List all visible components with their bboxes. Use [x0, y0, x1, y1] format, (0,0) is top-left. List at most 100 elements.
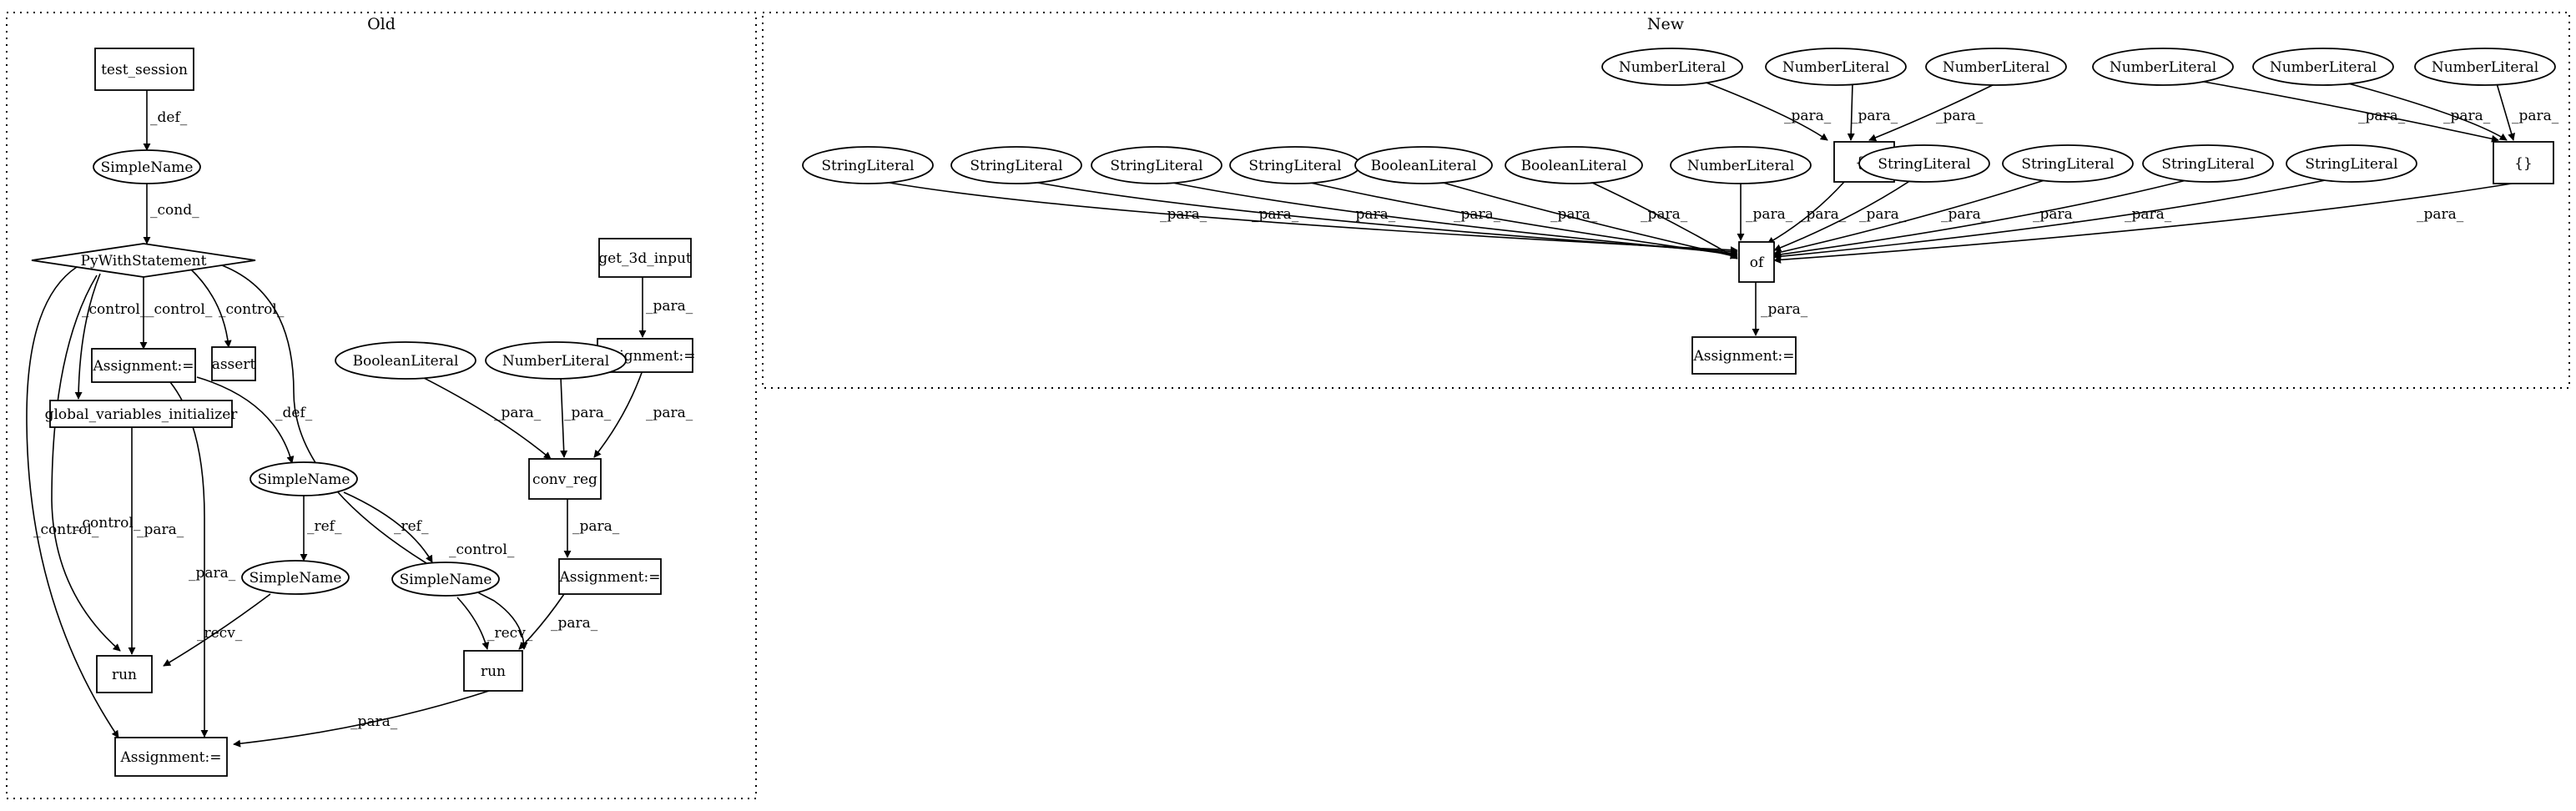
node-new-boolean-literal-1[interactable]: BooleanLiteral: [1354, 146, 1493, 184]
node-new-number-literal-7-label: NumberLiteral: [1687, 158, 1794, 174]
edge-label-control-2: _control_: [219, 301, 285, 318]
node-new-braces-2[interactable]: {}: [2493, 141, 2554, 184]
edge-label-n-para-2: _para_: [1851, 108, 1898, 124]
node-new-string-literal-4[interactable]: StringLiteral: [1229, 146, 1361, 184]
edge-label-n-para-17: _para_: [2033, 206, 2080, 223]
edge-str3-of: [1167, 181, 1738, 257]
node-global-variables-initializer[interactable]: global_variables_initializer: [45, 400, 239, 428]
node-pywith-statement[interactable]: PyWithStatement: [31, 243, 256, 278]
edge-pywith-assign-bottom: [26, 266, 119, 738]
edge-simplename-mid-right: [343, 491, 433, 563]
cluster-new-label: New: [1647, 15, 1685, 33]
node-new-assignment[interactable]: Assignment:=: [1691, 336, 1797, 375]
node-new-number-literal-3[interactable]: NumberLiteral: [1925, 48, 2067, 86]
node-simplename-top[interactable]: SimpleName: [93, 149, 201, 184]
edge-num1-braces1: [1703, 81, 1828, 141]
cluster-old: Old: [6, 12, 757, 799]
node-new-number-literal-1-label: NumberLiteral: [1619, 59, 1726, 76]
node-new-number-literal-5-label: NumberLiteral: [2270, 59, 2377, 76]
node-new-string-literal-8[interactable]: StringLiteral: [2286, 144, 2417, 183]
edge-assign-a-simplename-mid: [196, 376, 295, 464]
node-get-3d-input[interactable]: get_3d_input: [598, 238, 692, 278]
edge-label-para-3: _para_: [350, 713, 398, 730]
edge-label-para-5: _para_: [494, 405, 542, 421]
node-run-right[interactable]: run: [463, 650, 523, 692]
node-new-string-literal-7-label: StringLiteral: [2161, 156, 2254, 173]
node-gvi-label: global_variables_initializer: [45, 406, 239, 423]
edge-label-n-para-3: _para_: [1936, 108, 1984, 124]
node-new-string-literal-6-label: StringLiteral: [2021, 156, 2114, 173]
node-new-string-literal-4-label: StringLiteral: [1248, 158, 1341, 174]
node-conv-reg[interactable]: conv_reg: [528, 458, 602, 500]
node-new-number-literal-3-label: NumberLiteral: [1943, 59, 2049, 76]
node-assert[interactable]: assert: [211, 346, 256, 381]
node-test-session[interactable]: test_session: [94, 48, 194, 91]
edge-num4-braces2: [2194, 79, 2499, 143]
node-new-boolean-literal-2[interactable]: BooleanLiteral: [1505, 146, 1643, 184]
node-new-braces-2-label: {}: [2514, 155, 2533, 172]
node-new-string-literal-7[interactable]: StringLiteral: [2142, 144, 2274, 183]
edge-label-control-4: _control_: [75, 515, 141, 531]
node-simplename-mid-label: SimpleName: [258, 471, 350, 488]
node-new-string-literal-3[interactable]: StringLiteral: [1091, 146, 1222, 184]
edge-label-n-para-14: _para_: [1799, 206, 1847, 223]
edge-label-para-4: _para_: [646, 298, 693, 315]
node-number-literal[interactable]: NumberLiteral: [485, 341, 627, 380]
edge-pywith-gvi: [74, 273, 101, 400]
node-run-left[interactable]: run: [96, 655, 153, 693]
edge-label-n-para-10: _para_: [1454, 206, 1501, 223]
edge-str7-of: [1773, 179, 2187, 259]
edge-label-ref-1: _ref_: [307, 518, 342, 535]
node-simplename-mid[interactable]: SimpleName: [250, 461, 358, 496]
node-assert-label: assert: [212, 356, 256, 373]
node-assignment-c[interactable]: Assignment:=: [558, 558, 662, 595]
edge-label-n-para-9: _para_: [1348, 206, 1396, 223]
edge-braces1-of: [1767, 181, 1845, 244]
node-simplename-right-label: SimpleName: [400, 572, 492, 588]
node-new-string-literal-8-label: StringLiteral: [2305, 156, 2397, 173]
edge-label-control-6: _control_: [449, 542, 515, 558]
node-new-string-literal-2-label: StringLiteral: [970, 158, 1062, 174]
node-new-string-literal-2[interactable]: StringLiteral: [950, 146, 1082, 184]
node-run-right-label: run: [481, 663, 506, 680]
edge-label-n-para-11: _para_: [1550, 206, 1598, 223]
node-new-number-literal-4[interactable]: NumberLiteral: [2092, 48, 2234, 86]
node-new-string-literal-1[interactable]: StringLiteral: [802, 146, 934, 184]
node-assignment-a[interactable]: Assignment:=: [91, 348, 196, 383]
node-test-session-label: test_session: [101, 62, 188, 78]
edge-str8-of: [1773, 178, 2334, 260]
node-get-3d-input-label: get_3d_input: [598, 250, 692, 267]
edge-label-n-para-18: _para_: [2125, 206, 2172, 223]
node-assignment-bottom[interactable]: Assignment:=: [114, 737, 228, 777]
node-boolean-literal[interactable]: BooleanLiteral: [335, 341, 476, 380]
node-new-number-literal-7[interactable]: NumberLiteral: [1670, 146, 1812, 184]
edge-label-n-para-8: _para_: [1252, 206, 1299, 223]
node-simplename-right[interactable]: SimpleName: [391, 562, 500, 597]
node-new-number-literal-2[interactable]: NumberLiteral: [1765, 48, 1907, 86]
node-new-string-literal-5[interactable]: StringLiteral: [1858, 144, 1990, 183]
edge-label-n-para-6: _para_: [2512, 108, 2559, 124]
node-new-number-literal-1[interactable]: NumberLiteral: [1601, 48, 1743, 86]
edge-label-n-para-5: _para_: [2443, 108, 2491, 124]
node-new-of[interactable]: of: [1738, 241, 1775, 283]
edge-str5-of: [1773, 179, 1912, 252]
node-pywith-statement-label: PyWithStatement: [81, 253, 207, 269]
node-new-number-literal-6[interactable]: NumberLiteral: [2414, 48, 2556, 86]
edge-num6-braces2: [2496, 83, 2516, 141]
node-new-number-literal-5[interactable]: NumberLiteral: [2252, 48, 2394, 86]
edge-run-right-assign-bottom: [233, 690, 490, 748]
edge-label-control-3: _control_: [82, 301, 148, 318]
node-new-number-literal-4-label: NumberLiteral: [2110, 59, 2216, 76]
edge-num2-braces1: [1847, 83, 1855, 141]
new-edges: _para_ _para_ _para_ _para_ _para_ _para…: [884, 79, 2559, 336]
edge-label-cond: _cond_: [150, 202, 199, 219]
node-new-boolean-literal-1-label: BooleanLiteral: [1371, 158, 1477, 174]
edge-pywith-assert: [189, 268, 232, 348]
edge-label-def-2: _def_: [275, 405, 313, 421]
node-simplename-left[interactable]: SimpleName: [241, 560, 350, 595]
node-assignment-c-label: Assignment:=: [559, 569, 661, 586]
node-new-string-literal-6[interactable]: StringLiteral: [2002, 144, 2134, 183]
edge-label-recv-1: _recv_: [197, 625, 243, 642]
edge-str4-of: [1306, 181, 1738, 259]
edge-label-n-para-16: _para_: [1941, 206, 1989, 223]
